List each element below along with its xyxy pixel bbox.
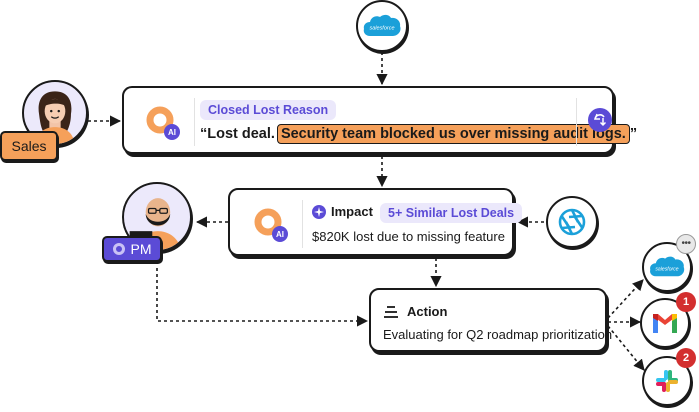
salesforce-icon: salesforce bbox=[650, 256, 685, 277]
divider bbox=[194, 98, 195, 146]
impact-card: AI Impact 5+ Similar Lost Deals $820K lo… bbox=[228, 188, 523, 256]
connector-action-to-slack bbox=[607, 325, 645, 371]
slack-icon bbox=[656, 370, 678, 392]
svg-text:salesforce: salesforce bbox=[369, 26, 394, 32]
impact-title-text: Impact bbox=[331, 204, 373, 219]
svg-text:AI: AI bbox=[168, 128, 176, 137]
sales-label: Sales bbox=[0, 131, 58, 161]
chat-bubble-icon: ••• bbox=[676, 234, 696, 254]
slack-notification-badge: 2 bbox=[676, 348, 696, 368]
salesforce-icon: salesforce bbox=[363, 14, 401, 36]
ai-logo-icon: AI bbox=[144, 104, 184, 144]
action-title-text: Action bbox=[407, 304, 448, 319]
svg-text:AI: AI bbox=[276, 230, 284, 239]
pm-label-text: PM bbox=[130, 241, 152, 257]
impact-text: $820K lost due to missing feature bbox=[312, 229, 505, 244]
divider bbox=[302, 200, 303, 248]
action-text: Evaluating for Q2 roadmap prioritization bbox=[383, 327, 613, 342]
pm-label: PM bbox=[102, 236, 162, 262]
gmail-icon bbox=[653, 314, 677, 333]
closed-lost-reason-card: AI Closed Lost Reason “Lost deal. Securi… bbox=[122, 86, 637, 154]
action-title: Action bbox=[383, 304, 447, 319]
aperture-source-node[interactable] bbox=[546, 196, 598, 248]
action-card: Action Evaluating for Q2 roadmap priorit… bbox=[369, 288, 612, 352]
connector-action-to-salesforce bbox=[607, 279, 644, 319]
ai-logo-icon: AI bbox=[252, 206, 292, 246]
pm-dot-icon bbox=[112, 243, 125, 255]
similar-lost-deals-pill: 5+ Similar Lost Deals bbox=[380, 203, 523, 223]
quote-open: “Lost deal. bbox=[200, 126, 275, 142]
divider bbox=[576, 98, 577, 146]
quote-close: ” bbox=[629, 126, 638, 142]
gmail-notification-badge: 1 bbox=[676, 292, 696, 312]
aperture-icon bbox=[558, 208, 586, 236]
stack-icon bbox=[384, 305, 398, 318]
sync-icon[interactable] bbox=[588, 108, 612, 132]
salesforce-source-node[interactable]: salesforce bbox=[356, 0, 408, 52]
svg-text:salesforce: salesforce bbox=[655, 266, 678, 272]
impact-title: Impact bbox=[312, 204, 373, 219]
gmail-destination-node[interactable] bbox=[640, 298, 690, 348]
closed-lost-reason-pill: Closed Lost Reason bbox=[200, 100, 337, 120]
quote-highlight: Security team blocked us over missing au… bbox=[276, 124, 630, 144]
sparkle-icon bbox=[312, 204, 326, 219]
lost-reason-quote: “Lost deal. Security team blocked us ove… bbox=[200, 124, 637, 144]
connector-pm-to-action bbox=[156, 268, 369, 327]
